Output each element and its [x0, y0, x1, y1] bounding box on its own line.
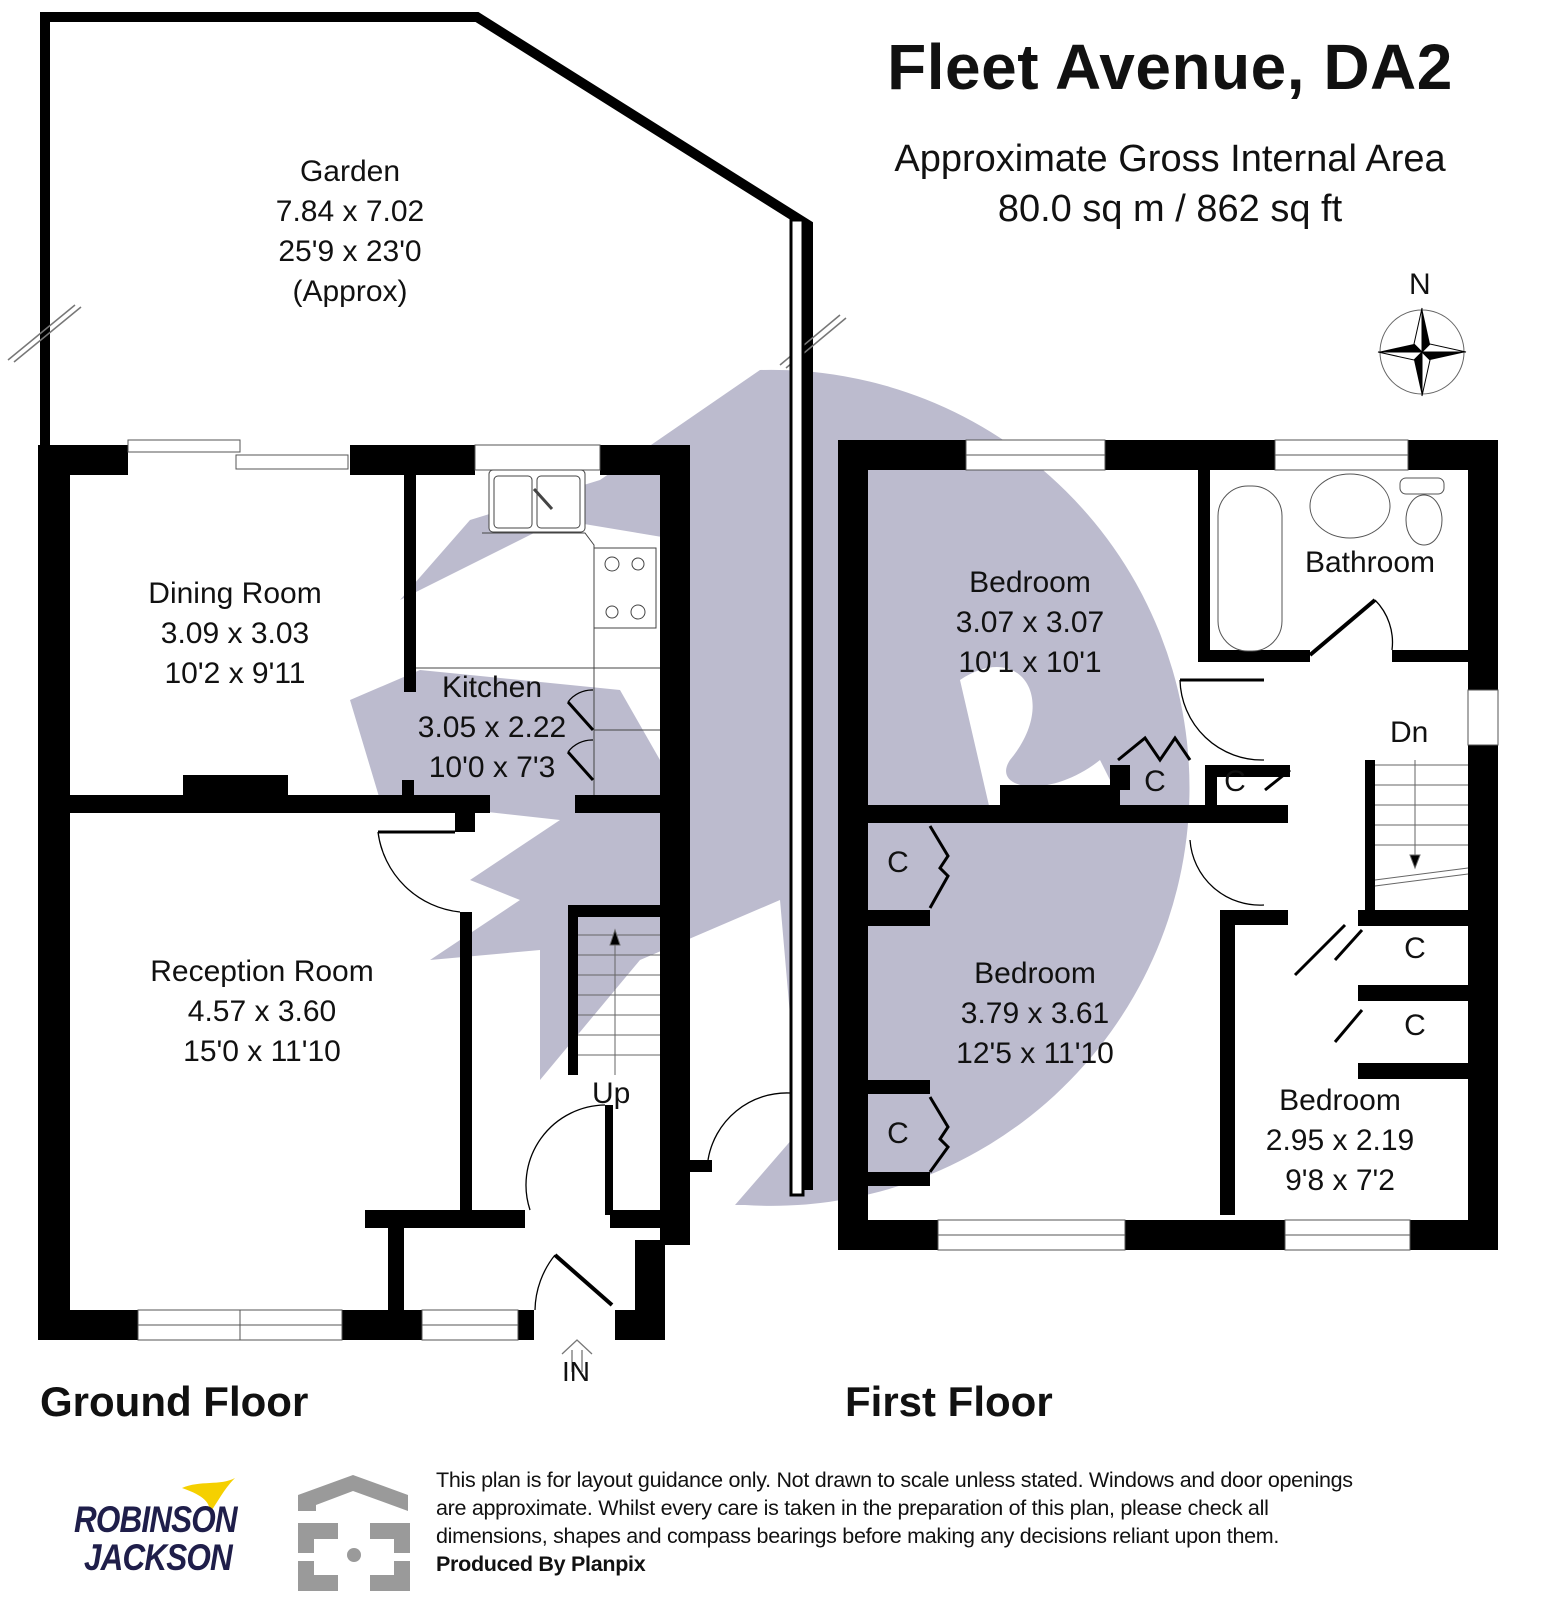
first-floor-walls	[838, 440, 1498, 1250]
area-value: 80.0 sq m / 862 sq ft	[997, 188, 1343, 230]
room-imperial: 10'1 x 10'1	[958, 646, 1102, 679]
cupboard-label: C	[1404, 932, 1426, 965]
first-floor-windows	[937, 439, 1499, 1251]
ground-floor-stairs	[578, 928, 660, 1075]
disclaimer-line: dimensions, shapes and compass bearings …	[436, 1524, 1280, 1548]
room-bathroom: Bathroom	[1290, 543, 1450, 583]
property-title: Fleet Avenue, DA2	[887, 31, 1453, 103]
room-name: Reception Room	[150, 955, 374, 988]
room-imperial: 12'5 x 11'10	[956, 1037, 1114, 1070]
room-kitchen: Kitchen 3.05 x 2.22 10'0 x 7'3	[392, 668, 592, 788]
room-imperial: 25'9 x 23'0	[278, 235, 422, 268]
ground-floor-doors	[377, 689, 791, 1311]
room-name: Bathroom	[1304, 546, 1436, 579]
room-bedroom-2: Bedroom 3.79 x 3.61 12'5 x 11'10	[935, 954, 1135, 1074]
area-label: Approximate Gross Internal Area	[894, 138, 1446, 180]
room-bedroom-1: Bedroom 3.07 x 3.07 10'1 x 10'1	[930, 563, 1130, 683]
disclaimer-line: This plan is for layout guidance only. N…	[436, 1468, 1353, 1492]
room-metric: 4.57 x 3.60	[187, 995, 337, 1028]
cupboard-label: C	[1404, 1009, 1426, 1042]
compass-north-label: N	[1409, 268, 1431, 301]
room-name: Bedroom	[974, 957, 1096, 990]
garden-boundary	[40, 12, 813, 1190]
ground-floor-label: Ground Floor	[40, 1378, 309, 1425]
disclaimer-text: This plan is for layout guidance only. N…	[436, 1466, 1536, 1578]
produced-by: Produced By Planpix	[436, 1552, 646, 1576]
planpix-logo-icon	[298, 1475, 410, 1591]
room-name: Kitchen	[441, 671, 543, 704]
room-name: Bedroom	[969, 566, 1091, 599]
first-floor-stairs	[1374, 760, 1469, 887]
room-imperial: 15'0 x 11'10	[183, 1035, 341, 1068]
room-metric: 3.79 x 3.61	[960, 997, 1110, 1030]
entrance-arrow-icon	[561, 1339, 593, 1372]
room-imperial: 9'8 x 7'2	[1285, 1164, 1395, 1197]
room-metric: 3.05 x 2.22	[417, 711, 567, 744]
ground-floor-walls	[38, 445, 712, 1340]
swallow-icon	[182, 1478, 235, 1513]
stairs-down-label: Dn	[1390, 716, 1429, 749]
room-reception-room: Reception Room 4.57 x 3.60 15'0 x 11'10	[112, 952, 412, 1072]
cupboard-label: C	[887, 1117, 909, 1150]
room-metric: 7.84 x 7.02	[275, 195, 425, 228]
first-floor-label: First Floor	[845, 1378, 1053, 1425]
room-name: Bedroom	[1279, 1084, 1401, 1117]
logo-line-2: JACKSON	[84, 1537, 233, 1578]
room-name: Dining Room	[148, 577, 322, 610]
room-imperial: 10'2 x 9'11	[164, 657, 306, 690]
room-metric: 3.09 x 3.03	[160, 617, 310, 650]
ground-floor-windows	[127, 439, 601, 1341]
bathroom-fittings	[1217, 473, 1445, 652]
room-name: Garden	[299, 155, 401, 188]
robinson-jackson-logo: ROBINSON JACKSON	[70, 1478, 240, 1588]
room-imperial: 10'0 x 7'3	[428, 751, 556, 784]
entrance-label: IN	[562, 1356, 590, 1387]
logo-line-1: ROBINSON	[74, 1499, 238, 1540]
cupboard-label: C	[887, 846, 909, 879]
kitchen-fittings	[416, 469, 660, 795]
stairs-up-label: Up	[592, 1077, 631, 1110]
cupboard-label: C	[1224, 765, 1246, 798]
room-bedroom-3: Bedroom 2.95 x 2.19 9'8 x 7'2	[1240, 1081, 1440, 1201]
room-note: (Approx)	[292, 275, 408, 308]
room-garden: Garden 7.84 x 7.02 25'9 x 23'0 (Approx)	[200, 152, 500, 312]
room-dining-room: Dining Room 3.09 x 3.03 10'2 x 9'11	[85, 574, 385, 694]
first-floor-doors	[928, 598, 1394, 1173]
room-metric: 3.07 x 3.07	[955, 606, 1105, 639]
disclaimer-line: are approximate. Whilst every care is ta…	[436, 1496, 1269, 1520]
room-metric: 2.95 x 2.19	[1265, 1124, 1415, 1157]
watermark-logo	[350, 369, 1190, 1206]
compass-rose-icon	[1377, 307, 1467, 397]
cupboard-label: C	[1144, 765, 1166, 798]
